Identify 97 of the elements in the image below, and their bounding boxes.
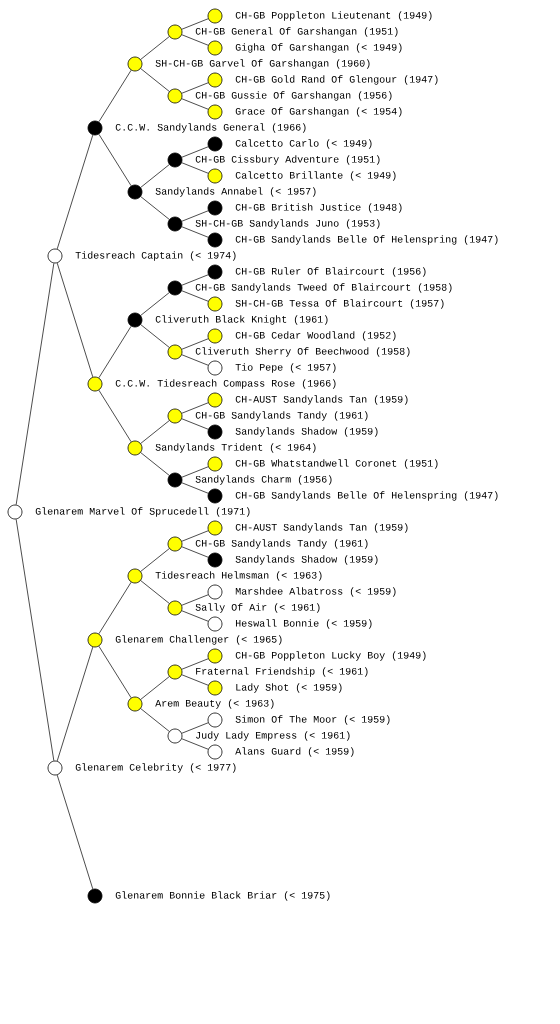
dog-name: Tio Pepe (< 1957) [235, 363, 336, 373]
dog-name: Sandylands Trident (< 1964) [155, 443, 316, 453]
connector-line [140, 548, 170, 572]
connector-line [181, 338, 209, 350]
connector-line [181, 530, 209, 542]
dog-name: Glenarem Celebrity (< 1977) [75, 763, 236, 773]
dog-name: Calcetto Brillante (< 1949) [235, 171, 396, 181]
connector-line [140, 68, 170, 92]
dog-name: Gigha Of Garshangan (< 1949) [235, 43, 402, 53]
dog-name: CH-GB Sandylands Tandy (1961) [195, 411, 368, 421]
dog-name: Calcetto Carlo (< 1949) [235, 139, 372, 149]
connector-line [140, 676, 170, 700]
connector-line [56, 134, 94, 250]
dog-name: SH-CH-GB Sandylands Juno (1953) [195, 219, 380, 229]
connector-line [181, 354, 209, 366]
dog-name: Heswall Bonnie (< 1959) [236, 619, 372, 629]
connector-line [181, 146, 209, 158]
dog-name: Cliveruth Black Knight (1961) [155, 315, 328, 325]
dog-name: CH-GB General Of Garshangan (1951) [195, 27, 398, 37]
dog-name: SH-CH-GB Tessa Of Blaircourt (1957) [235, 299, 444, 309]
dog-name: CH-GB Sandylands Tandy (1961) [195, 539, 368, 549]
dog-name: C.C.W. Tidesreach Compass Rose (1966) [115, 379, 336, 389]
dog-name: CH-AUST Sandylands Tan (1959) [235, 523, 408, 533]
connector-line [98, 69, 132, 123]
dog-name: SH-CH-GB Garvel Of Garshangan (1960) [155, 59, 370, 69]
connector-line [181, 82, 209, 94]
dog-name: CH-GB Sandylands Belle Of Helenspring (1947) [235, 491, 498, 501]
dog-name: CH-GB Whatstandwell Coronet (1951) [235, 459, 438, 469]
connector-line [181, 658, 209, 670]
dog-name: Sandylands Annabel (< 1957) [155, 187, 316, 197]
dog-name: Tidesreach Helmsman (< 1963) [155, 571, 322, 581]
dog-name: CH-GB Cissbury Adventure (1951) [195, 155, 380, 165]
connector-line [181, 594, 209, 606]
connector-line [181, 402, 209, 414]
connector-line [181, 274, 209, 286]
dog-name: Sally Of Air (< 1961) [195, 603, 320, 613]
connector-line [181, 722, 209, 734]
dog-name: C.C.W. Sandylands General (1966) [115, 123, 306, 133]
connector-line [15, 262, 55, 506]
connector-line [181, 546, 209, 558]
connector-line [98, 389, 132, 443]
dog-name: Glenarem Marvel Of Sprucedell (1971) [35, 507, 250, 517]
connector-line [140, 580, 170, 604]
dog-name: CH-GB Ruler Of Blaircourt (1956) [235, 267, 426, 277]
connector-line [98, 325, 132, 379]
connector-line [140, 324, 170, 348]
connector-line [140, 196, 170, 220]
connector-line [181, 466, 209, 478]
dog-name: Glenarem Challenger (< 1965) [115, 635, 282, 645]
dog-name: CH-GB Sandylands Belle Of Helenspring (1947) [235, 235, 498, 245]
dog-name: Lady Shot (< 1959) [236, 683, 342, 693]
dog-name: CH-AUST Sandylands Tan (1959) [235, 395, 408, 405]
connector-line [140, 708, 170, 732]
connector-line [181, 418, 209, 430]
connector-line [181, 290, 209, 302]
dog-name: CH-GB Poppleton Lieutenant (1949) [235, 11, 432, 21]
connector-line [56, 646, 94, 762]
dog-name: Glenarem Bonnie Black Briar (< 1975) [115, 891, 330, 901]
dog-name: Simon Of The Moor (< 1959) [235, 715, 390, 725]
dog-name: Arem Beauty (< 1963) [155, 699, 274, 709]
connector-line [98, 581, 132, 635]
connector-line [181, 610, 209, 622]
connector-line [140, 36, 170, 60]
connector-line [181, 18, 209, 30]
connector-line [140, 420, 170, 444]
dog-name: CH-GB Gussie Of Garshangan (1956) [195, 91, 392, 101]
dog-name: Alans Guard (< 1959) [235, 747, 354, 757]
connector-line [140, 292, 170, 316]
dog-name: CH-GB British Justice (1948) [235, 203, 402, 213]
dog-name: Tidesreach Captain (< 1974) [75, 251, 236, 261]
dog-name: Sandylands Charm (1956) [195, 475, 332, 485]
connector-line [56, 774, 94, 890]
dog-name: Sandylands Shadow (1959) [235, 427, 378, 437]
dog-name: CH-GB Gold Rand Of Glengour (1947) [235, 75, 438, 85]
dog-name: CH-GB Cedar Woodland (1952) [235, 331, 396, 341]
connector-line [56, 262, 94, 378]
connector-line [181, 482, 209, 494]
connector-line [181, 162, 209, 174]
connector-line [98, 133, 132, 187]
dog-name: Grace Of Garshangan (< 1954) [235, 107, 402, 117]
connector-line [15, 518, 55, 762]
dog-name: Marshdee Albatross (< 1959) [235, 587, 396, 597]
connector-line [181, 98, 209, 110]
connector-line [140, 164, 170, 188]
dog-name: CH-GB Poppleton Lucky Boy (1949) [235, 651, 426, 661]
connector-line [98, 645, 132, 699]
connector-line [181, 674, 209, 686]
connector-line [181, 738, 209, 750]
dog-name: Cliveruth Sherry Of Beechwood (1958) [195, 347, 410, 357]
connector-line [181, 210, 209, 222]
connector-line [181, 34, 209, 46]
connector-line [181, 226, 209, 238]
dog-name: CH-GB Sandylands Tweed Of Blaircourt (1958) [195, 283, 452, 293]
connector-line [140, 452, 170, 476]
dog-name: Judy Lady Empress (< 1961) [196, 731, 350, 741]
dog-name: Fraternal Friendship (< 1961) [196, 667, 368, 677]
dog-name: Sandylands Shadow (1959) [235, 555, 378, 565]
